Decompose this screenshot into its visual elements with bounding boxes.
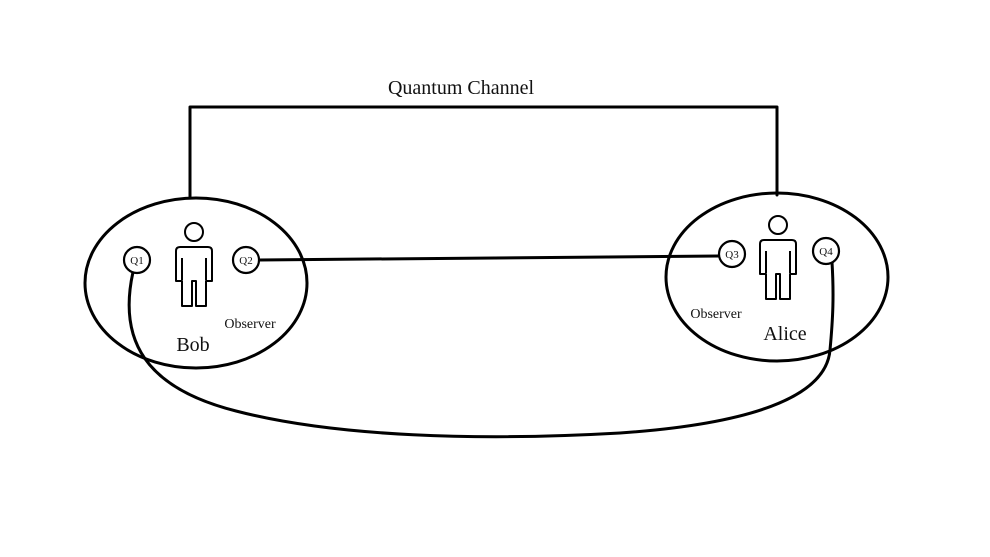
alice-observer-label: Observer (690, 307, 742, 322)
alice-node (664, 191, 890, 363)
q1-q4-link (127, 260, 835, 439)
qubit-q1-label: Q1 (130, 255, 143, 267)
qubit-q2-label: Q2 (239, 255, 252, 267)
qubit-q3: Q3 (717, 239, 747, 269)
q2-q3-link (257, 254, 721, 262)
qubit-q4-label: Q4 (819, 246, 833, 258)
qubit-q3-label: Q3 (725, 249, 739, 261)
alice-boundary (664, 191, 890, 363)
alice-name-label: Alice (763, 323, 806, 345)
qubit-q2: Q2 (231, 245, 261, 275)
quantum-channel-label: Quantum Channel (388, 77, 535, 99)
quantum-channel-link (188, 105, 779, 199)
alice-person-icon (759, 215, 797, 300)
bob-node (83, 196, 309, 370)
bob-observer-label: Observer (224, 317, 276, 332)
bob-person-icon (175, 222, 213, 307)
bob-boundary (83, 196, 309, 370)
qubit-q1: Q1 (122, 245, 152, 275)
qubit-q4: Q4 (811, 236, 841, 266)
bob-name-label: Bob (176, 334, 209, 356)
